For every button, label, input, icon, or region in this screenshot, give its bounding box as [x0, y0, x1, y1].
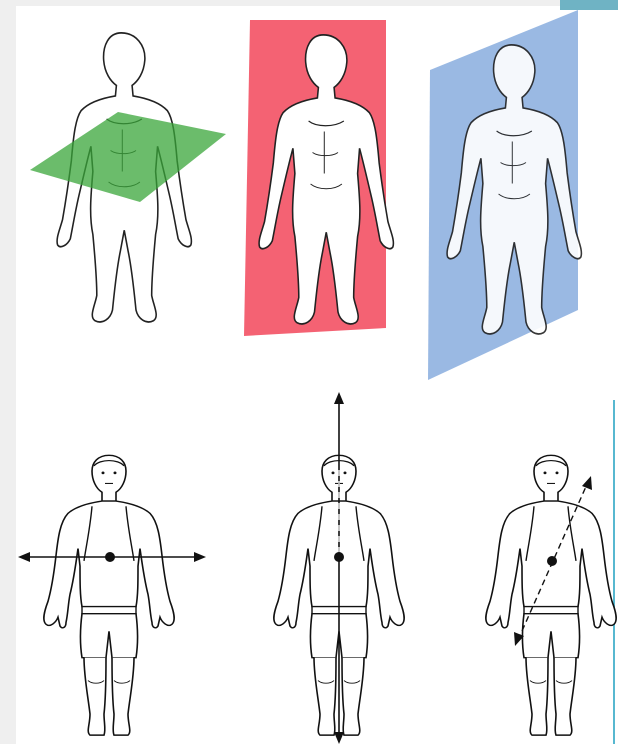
transverse-plane: [30, 112, 226, 202]
oblique-axis-figure: [486, 455, 616, 735]
arrowhead-upper: [582, 476, 592, 490]
arrowhead-down: [334, 732, 344, 744]
frontal-plane-figure: [428, 10, 581, 380]
transverse-axis-figure: [18, 455, 206, 735]
transverse-plane-figure: [30, 33, 226, 322]
arrowhead-right: [194, 552, 206, 562]
axis-center-dot: [105, 552, 115, 562]
axis-center-dot: [547, 556, 557, 566]
longitudinal-axis-figure: [274, 392, 404, 744]
axis-center-dot: [334, 552, 344, 562]
sagittal-plane-figure: [244, 20, 393, 336]
arrowhead-left: [18, 552, 30, 562]
arrowhead-up: [334, 392, 344, 404]
